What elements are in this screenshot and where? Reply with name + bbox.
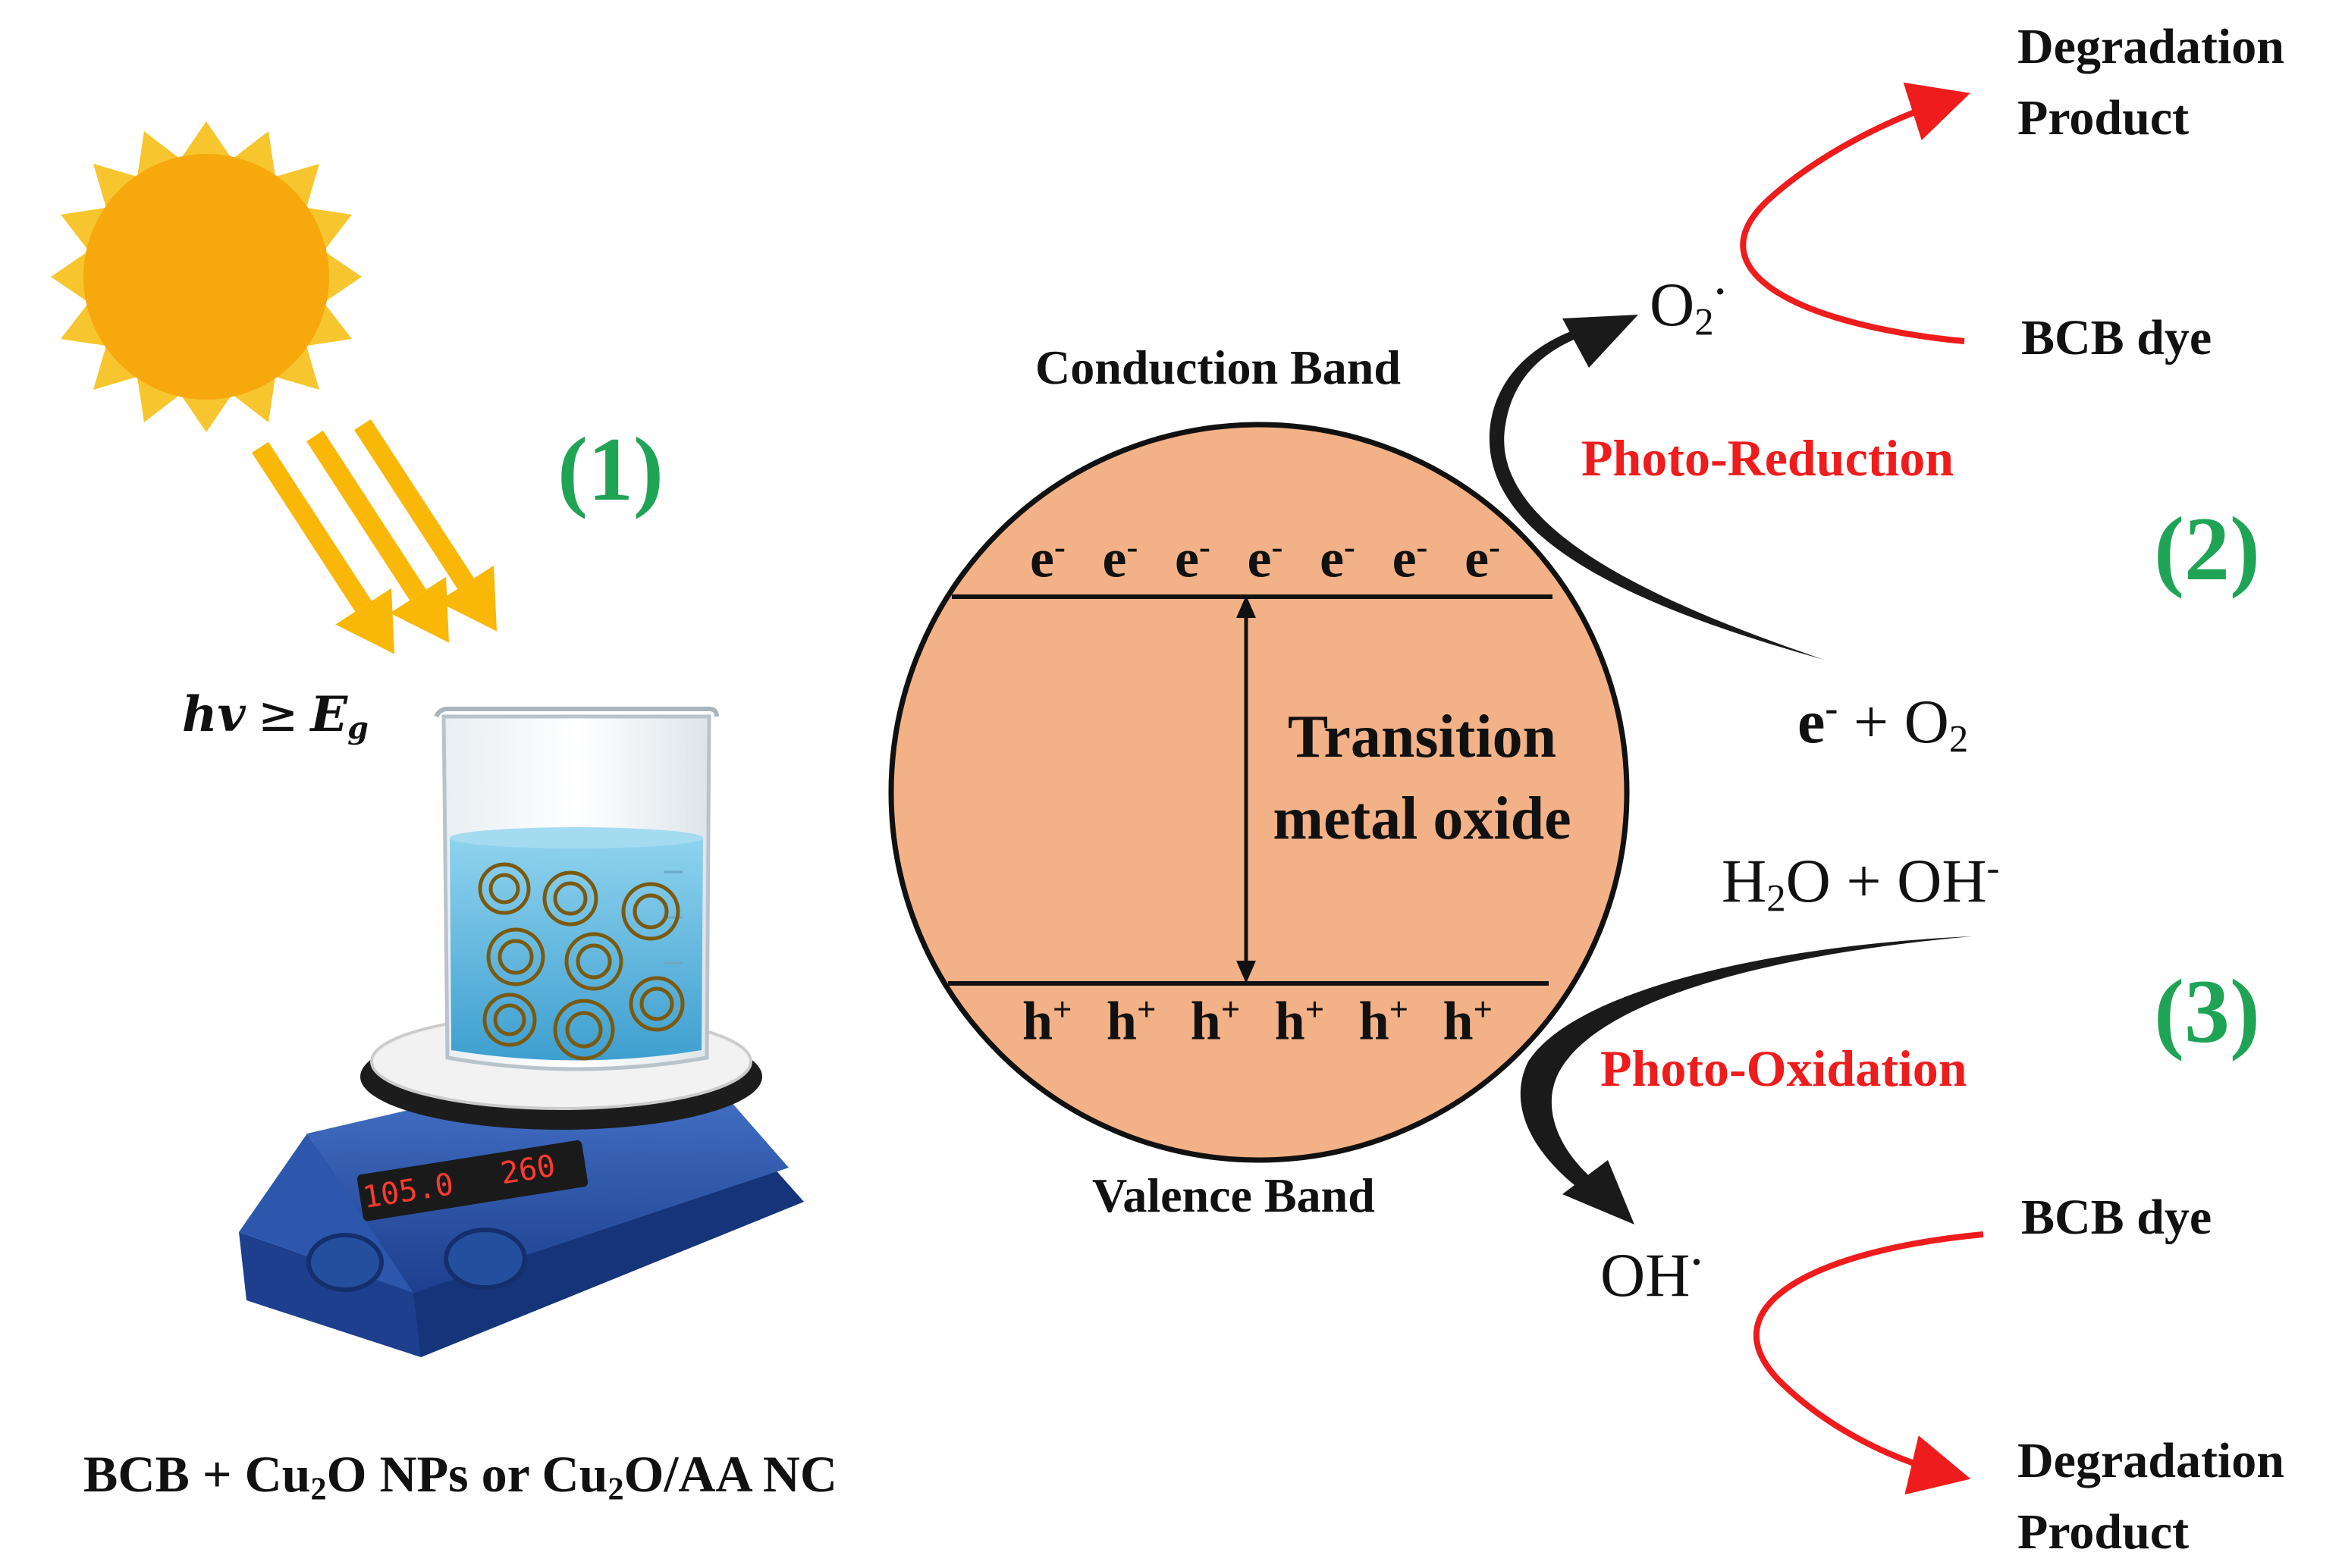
hole: h+: [1443, 990, 1493, 1052]
photo-reduction-label: Photo-Reduction: [1581, 429, 1954, 487]
electron: e-: [1247, 528, 1283, 589]
electron-row: e- e- e- e- e- e- e-: [1030, 527, 1500, 591]
reduction-product-label: Degradation Product: [2017, 19, 2284, 146]
oxidation-arrow: [1520, 936, 1972, 1225]
photon-energy-condition: hv ≥ Eg: [182, 686, 369, 746]
electron: e-: [1320, 528, 1355, 589]
step-label-2: (2): [2154, 498, 2260, 599]
hole: h+: [1190, 990, 1241, 1052]
beaker-icon: [434, 707, 719, 1071]
oxidation-degradation-arrow: [1753, 1231, 1984, 1495]
superoxide-radical: O2·: [1650, 270, 1727, 343]
reduction-degradation-arrow: [1740, 82, 1970, 344]
geq-symbol: ≥: [257, 687, 299, 743]
frequency-v: v: [217, 686, 246, 743]
hole: h+: [1022, 990, 1072, 1052]
reduction-dye-label: BCB dye: [2021, 310, 2212, 365]
gap-subscript: g: [347, 710, 369, 746]
step-label-1: (1): [557, 419, 664, 519]
oxidation-dye-label: BCB dye: [2021, 1190, 2212, 1245]
energy-E: E: [310, 686, 348, 743]
step-label-3: (3): [2154, 961, 2260, 1062]
electron: e-: [1392, 528, 1428, 589]
conduction-band-label: Conduction Band: [1035, 340, 1401, 394]
photo-oxidation-label: Photo-Oxidation: [1600, 1040, 1967, 1097]
reduction-arrow: [1489, 315, 1824, 660]
material-label: Transition metal oxide: [1273, 704, 1571, 852]
oxidation-product-label: Degradation Product: [2017, 1433, 2284, 1560]
valence-band-label: Valence Band: [1092, 1168, 1375, 1222]
hole-row: h+ h+ h+ h+ h+ h+: [1022, 989, 1493, 1053]
hole: h+: [1274, 990, 1325, 1052]
light-rays-icon: [252, 419, 498, 654]
electron: e-: [1175, 528, 1210, 589]
electron: e-: [1102, 528, 1138, 589]
oxide-particle: [888, 422, 1630, 1163]
electron: e-: [1030, 528, 1066, 589]
planck-h: h: [182, 686, 218, 743]
reduction-reactants: e- + O2: [1797, 687, 1969, 760]
oxidation-reactants: H2O + OH-: [1722, 846, 2000, 920]
hydroxyl-radical: OH·: [1600, 1240, 1703, 1309]
sun-icon: [51, 121, 362, 432]
sample-caption: BCB + Cu2O NPs or Cu2O/AA NC: [83, 1445, 838, 1507]
hole: h+: [1106, 990, 1157, 1052]
electron: e-: [1465, 528, 1500, 589]
hole: h+: [1358, 990, 1409, 1052]
fullerene-icon: [478, 862, 685, 1061]
